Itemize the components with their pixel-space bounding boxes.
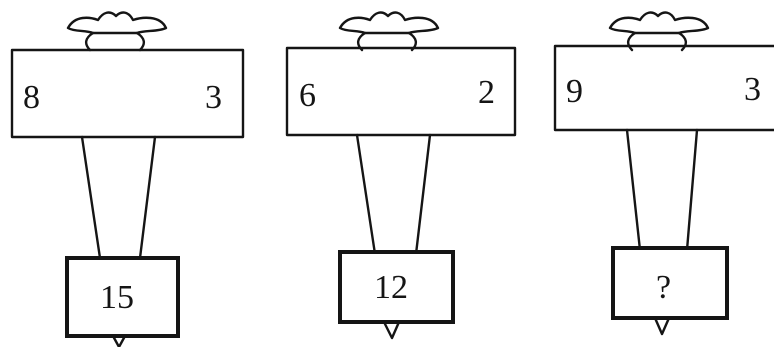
machine-2-right-number: 2 xyxy=(478,74,495,111)
machine-3: 9 3 ? xyxy=(553,11,774,336)
machine-3-handle-icon xyxy=(608,11,710,35)
machine-3-funnel xyxy=(625,128,699,252)
machine-2-funnel xyxy=(355,133,432,256)
machine-1-neck xyxy=(85,31,145,52)
machine-1-right-number: 3 xyxy=(205,79,222,116)
machine-2-input-box xyxy=(285,46,517,137)
machine-2-output-box xyxy=(338,250,455,324)
machine-2: 6 2 12 xyxy=(285,11,517,340)
machine-1-output-box xyxy=(65,256,180,338)
machine-3-left-number: 9 xyxy=(566,73,583,110)
machine-3-neck xyxy=(627,31,687,52)
machine-3-drip-icon xyxy=(653,316,671,336)
machine-2-output-number: 12 xyxy=(374,269,408,306)
machine-1-left-number: 8 xyxy=(23,79,40,116)
machine-3-right-number: 3 xyxy=(744,71,761,108)
machine-2-drip-icon xyxy=(382,320,401,340)
machine-2-handle-icon xyxy=(338,11,440,35)
machine-2-left-number: 6 xyxy=(299,77,316,114)
machine-1-funnel xyxy=(80,135,157,260)
machine-1-output-number: 15 xyxy=(100,279,134,316)
machine-3-output-number: ? xyxy=(656,269,671,306)
machine-1-drip-icon xyxy=(111,334,127,347)
machine-1-input-box xyxy=(10,48,245,139)
machine-1-handle-icon xyxy=(66,11,168,35)
machine-3-input-box xyxy=(553,44,774,132)
machine-1: 8 3 15 xyxy=(10,11,245,347)
